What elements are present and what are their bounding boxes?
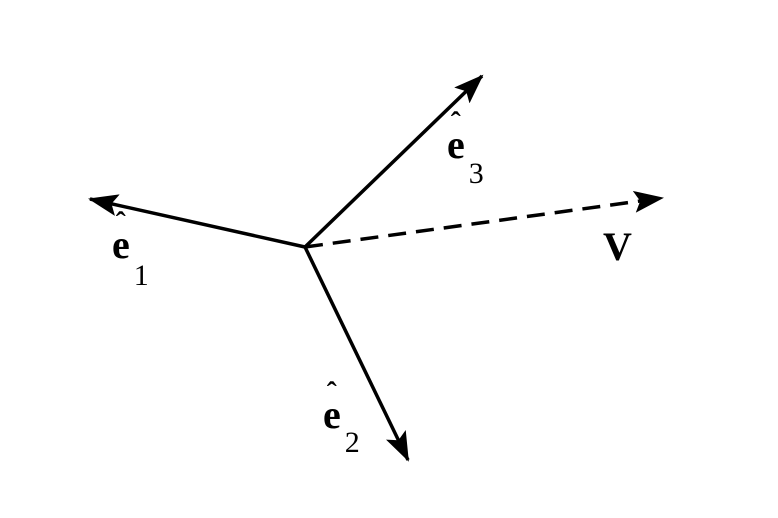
label-e3-base: e (447, 122, 465, 167)
label-e3-hat: ˆ (451, 106, 461, 139)
label-v: V (603, 224, 632, 269)
vector-e3-arrow (303, 74, 484, 249)
label-e2: eˆ2 (323, 376, 360, 459)
vector-e1-arrow (88, 194, 306, 249)
label-e1-hat: ˆ (116, 206, 126, 239)
vector-v-dashed-arrow (304, 190, 664, 249)
label-e2-base: e (323, 392, 341, 437)
label-e1-base: e (112, 222, 130, 267)
label-e2-hat: ˆ (327, 376, 337, 409)
label-e3: eˆ3 (447, 106, 484, 190)
label-e1-subscript: 1 (134, 259, 149, 292)
vector-e2-arrow (303, 246, 410, 462)
label-e3-subscript: 3 (469, 157, 484, 190)
label-e2-subscript: 2 (345, 426, 360, 459)
label-e1: eˆ1 (112, 206, 149, 292)
